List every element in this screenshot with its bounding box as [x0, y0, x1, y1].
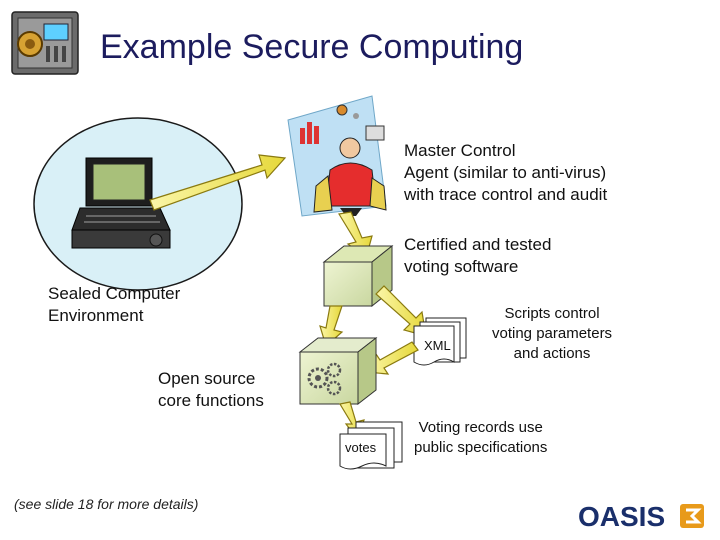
- xml-doc-label: XML: [424, 338, 451, 353]
- oasis-logo: OASIS: [578, 501, 704, 532]
- gear-icon: [307, 362, 342, 396]
- certified-line-1: Certified and tested: [404, 235, 552, 254]
- votes-document-stack: [339, 421, 403, 470]
- certified-label: Certified and tested voting software: [404, 234, 551, 278]
- scripts-label: Scripts control voting parameters and ac…: [492, 304, 612, 364]
- records-line-1: Voting records use: [418, 419, 543, 436]
- master-agent-label: Master Control Agent (similar to anti-vi…: [404, 140, 607, 206]
- records-line-2: public specifications: [414, 439, 548, 456]
- master-line-1: Master Control: [404, 141, 516, 160]
- certified-software-cube: [322, 244, 394, 308]
- agent-person-icon: [287, 95, 387, 217]
- core-functions-cube: [298, 336, 378, 406]
- oasis-logo-text: OASIS: [578, 501, 665, 532]
- opensource-line-1: Open source: [158, 369, 256, 388]
- scripts-line-3: and actions: [513, 345, 591, 362]
- laptop-icon: [71, 157, 171, 249]
- records-label: Voting records use public specifications: [414, 418, 547, 458]
- master-line-3: with trace control and audit: [404, 185, 608, 204]
- scripts-line-2: voting parameters: [492, 325, 613, 342]
- sealed-line-2: Environment: [48, 306, 144, 325]
- scripts-line-1: Scripts control: [504, 305, 600, 322]
- certified-line-2: voting software: [404, 257, 519, 276]
- page-title: Example Secure Computing: [100, 28, 524, 66]
- opensource-line-2: core functions: [158, 391, 264, 410]
- opensource-label: Open source core functions: [158, 368, 264, 412]
- votes-doc-label: votes: [345, 440, 377, 455]
- arrow-laptop-to-agent: [149, 154, 287, 211]
- footnote: (see slide 18 for more details): [14, 496, 199, 512]
- master-line-2: Agent (similar to anti-virus): [404, 163, 607, 182]
- xml-document-stack: [413, 317, 467, 366]
- sealed-line-1: Sealed Computer: [48, 284, 181, 303]
- sealed-label: Sealed Computer Environment: [48, 283, 180, 327]
- safe-icon: [11, 11, 79, 75]
